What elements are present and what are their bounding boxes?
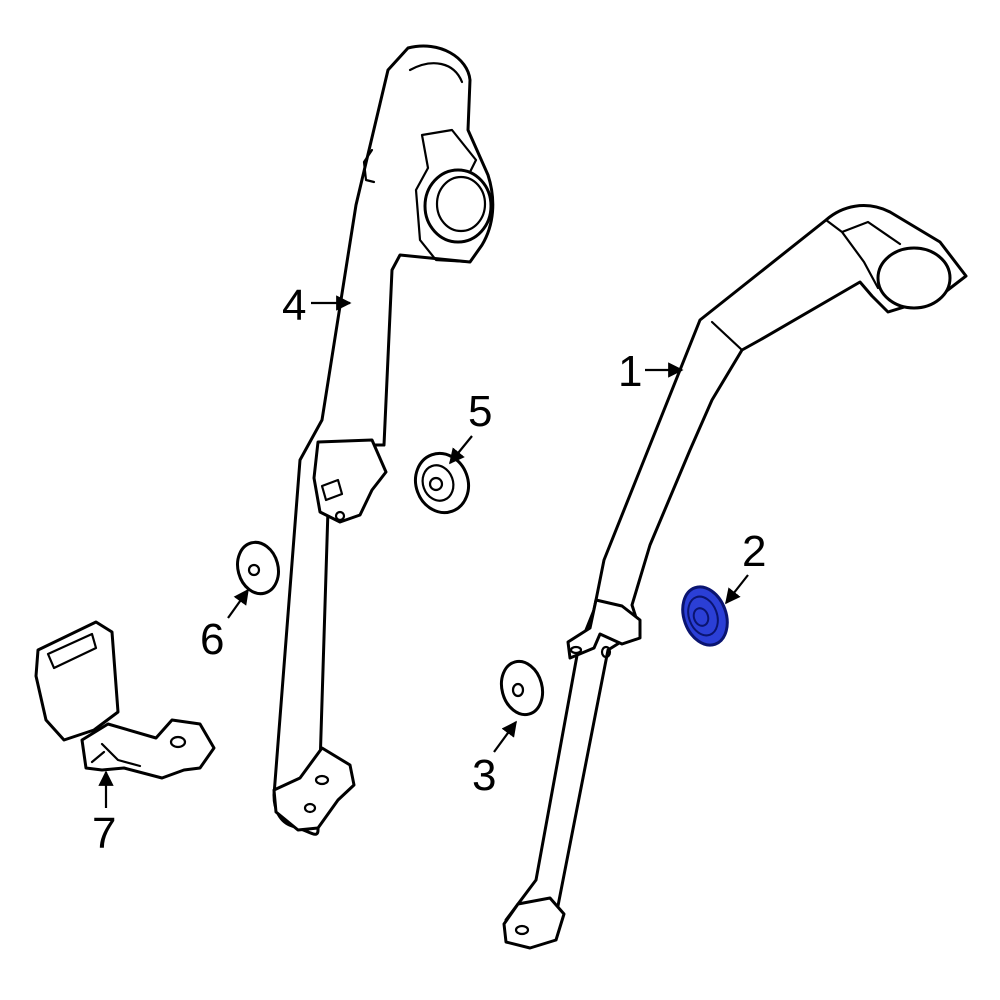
part-4-belt-guide: [312, 438, 388, 524]
part-1-strap-fold: [710, 320, 744, 352]
part-4-anchor-hole-lower: [303, 802, 317, 814]
part-7-buckle-body: [34, 620, 120, 742]
callout-4-number: 4: [282, 281, 306, 330]
part-1-lower-anchor: [502, 896, 566, 950]
callout-6-number: 6: [200, 615, 224, 664]
part-3-washer-hole: [511, 682, 525, 698]
part-4-strap-edge: [408, 62, 464, 84]
part-2-washer-highlighted[interactable]: [675, 581, 735, 652]
part-5-center-hole: [428, 476, 444, 492]
part-1-guide-hole: [569, 645, 583, 655]
callout-1: 1: [618, 347, 684, 396]
part-4-guide-hole: [334, 510, 346, 522]
part-4-retractor-housing: [414, 128, 478, 264]
callout-7-number: 7: [92, 809, 116, 858]
callout-2-arrow: [725, 574, 749, 605]
callout-7: 7: [92, 770, 116, 858]
part-4-spool-inner: [435, 175, 487, 233]
part-7-bracket-hole: [169, 735, 187, 749]
part-2-washer-hole: [692, 607, 710, 627]
part-6-washer-hole: [247, 563, 261, 577]
part-7-buckle-bracket: [80, 718, 216, 780]
part-4-guide-stub: [362, 148, 376, 184]
callout-3-number: 3: [472, 751, 496, 800]
part-6-washer[interactable]: [232, 538, 284, 599]
part-5-inner-ring: [421, 464, 455, 502]
callout-6: 6: [200, 588, 249, 664]
callout-6-arrow: [227, 588, 249, 619]
part-1-seat-belt-assembly[interactable]: [502, 204, 968, 950]
callout-1-number: 1: [618, 347, 642, 396]
part-3-washer[interactable]: [496, 657, 549, 720]
callout-2-number: 2: [742, 527, 766, 576]
callout-3-arrow: [493, 720, 517, 753]
part-5-cover[interactable]: [407, 446, 476, 520]
part-4-anchor-hole: [314, 774, 330, 786]
part-1-belt-guide: [566, 598, 642, 660]
part-4-seat-belt-assembly[interactable]: [272, 44, 495, 836]
callout-3: 3: [472, 720, 517, 800]
callout-2: 2: [725, 527, 766, 605]
part-4-lower-anchor: [272, 746, 356, 832]
part-7-buckle-slot: [46, 632, 98, 670]
part-1-strap-hole: [600, 645, 612, 659]
part-1-retractor-spool: [876, 246, 952, 310]
callout-5-arrow: [449, 435, 473, 465]
part-1-retractor-housing: [824, 218, 902, 290]
part-4-guide-slot: [320, 478, 344, 502]
part-1-anchor-hole: [514, 924, 530, 936]
callout-4: 4: [282, 281, 352, 330]
callout-5: 5: [449, 387, 492, 465]
part-7-bracket-edge: [90, 742, 142, 768]
callout-5-number: 5: [468, 387, 492, 436]
part-1-strap: [504, 204, 968, 936]
part-2-washer-ring: [687, 595, 719, 637]
part-7-seat-belt-buckle[interactable]: [34, 620, 216, 780]
part-4-strap: [272, 44, 495, 836]
